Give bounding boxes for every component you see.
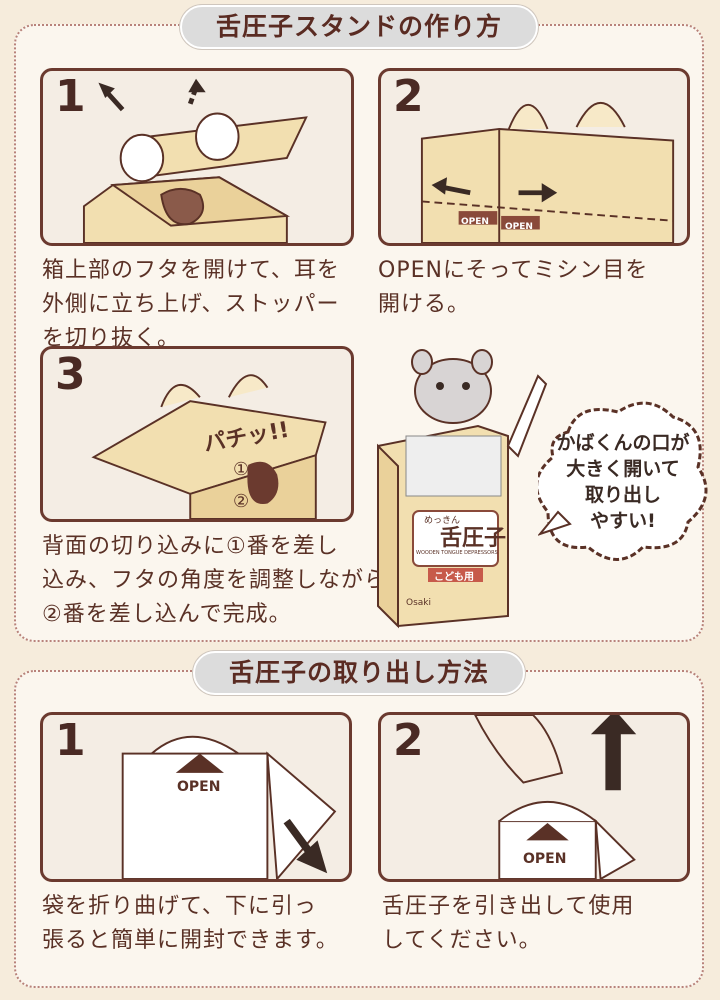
step-caption-1: 箱上部のフタを開けて、耳を 外側に立ち上げ、ストッパー を切り抜く。 bbox=[42, 258, 340, 351]
step-number: 1 bbox=[55, 71, 86, 122]
takeout-panel-1: OPEN 1 bbox=[40, 712, 352, 882]
assemble-stand-illustration bbox=[91, 374, 327, 519]
open-lid-illustration bbox=[82, 78, 308, 243]
circle-1-label: ① bbox=[233, 459, 250, 480]
bubble-text: かばくんの口が 大きく開いて 取り出し やすい! bbox=[556, 432, 690, 532]
takeout-panel-2: OPEN 2 bbox=[378, 712, 690, 882]
open-perforation-illustration bbox=[420, 101, 675, 243]
step-panel-2: OPEN OPEN 2 bbox=[378, 68, 690, 246]
cloud-bubble-shape bbox=[538, 401, 708, 561]
fold-bag-illustration bbox=[121, 735, 337, 879]
product-name: 舌圧子 bbox=[440, 526, 507, 551]
step-panel-1: 1 bbox=[40, 68, 354, 246]
step-number: 1 bbox=[55, 715, 86, 766]
step-number: 3 bbox=[55, 349, 86, 400]
circle-2-label: ② bbox=[233, 491, 250, 512]
product-subtitle: WOODEN TONGUE DEPRESSORS bbox=[416, 550, 498, 556]
section-title-stand: 舌圧子スタンドの作り方 bbox=[179, 5, 539, 49]
pull-out-illustration bbox=[474, 715, 637, 879]
step-caption-3: 背面の切り込みに①番を差し 込み、フタの角度を調整しながら ②番を差し込んで完成… bbox=[42, 534, 388, 627]
section-how-to-make-stand: 舌圧子スタンドの作り方 1 箱上部のフタを開けて、耳を 外側に立ち上げ、ストッパ… bbox=[14, 5, 708, 642]
step-number: 2 bbox=[393, 71, 424, 122]
speech-bubble: かばくんの口が 大きく開いて 取り出し やすい! bbox=[538, 392, 708, 572]
open-label: OPEN bbox=[461, 217, 489, 227]
product-kids-label: こども用 bbox=[434, 572, 474, 583]
step-number: 2 bbox=[393, 715, 424, 766]
product-small-label: めっきん bbox=[424, 516, 461, 526]
takeout-caption-2: 舌圧子を引き出して使用 してください。 bbox=[382, 894, 635, 953]
completed-stand-illustration: めっきん 舌圧子 WOODEN TONGUE DEPRESSORS こども用 O… bbox=[358, 336, 548, 636]
step-panel-3: パチッ!! ① ② 3 bbox=[40, 346, 354, 522]
open-label: OPEN bbox=[523, 851, 567, 867]
takeout-caption-1: 袋を折り曲げて、下に引っ 張ると簡単に開封できます。 bbox=[42, 894, 339, 953]
open-label: OPEN bbox=[177, 779, 221, 795]
open-label: OPEN bbox=[505, 222, 533, 232]
section-how-to-take-out: 舌圧子の取り出し方法 OPEN 1 袋を折り曲げて、下に引っ 張ると簡単に開封で… bbox=[14, 651, 704, 988]
step-caption-2: OPENにそってミシン目を 開ける。 bbox=[378, 258, 649, 317]
section-title-take-out: 舌圧子の取り出し方法 bbox=[192, 651, 526, 695]
product-brand: Osaki bbox=[406, 598, 432, 608]
